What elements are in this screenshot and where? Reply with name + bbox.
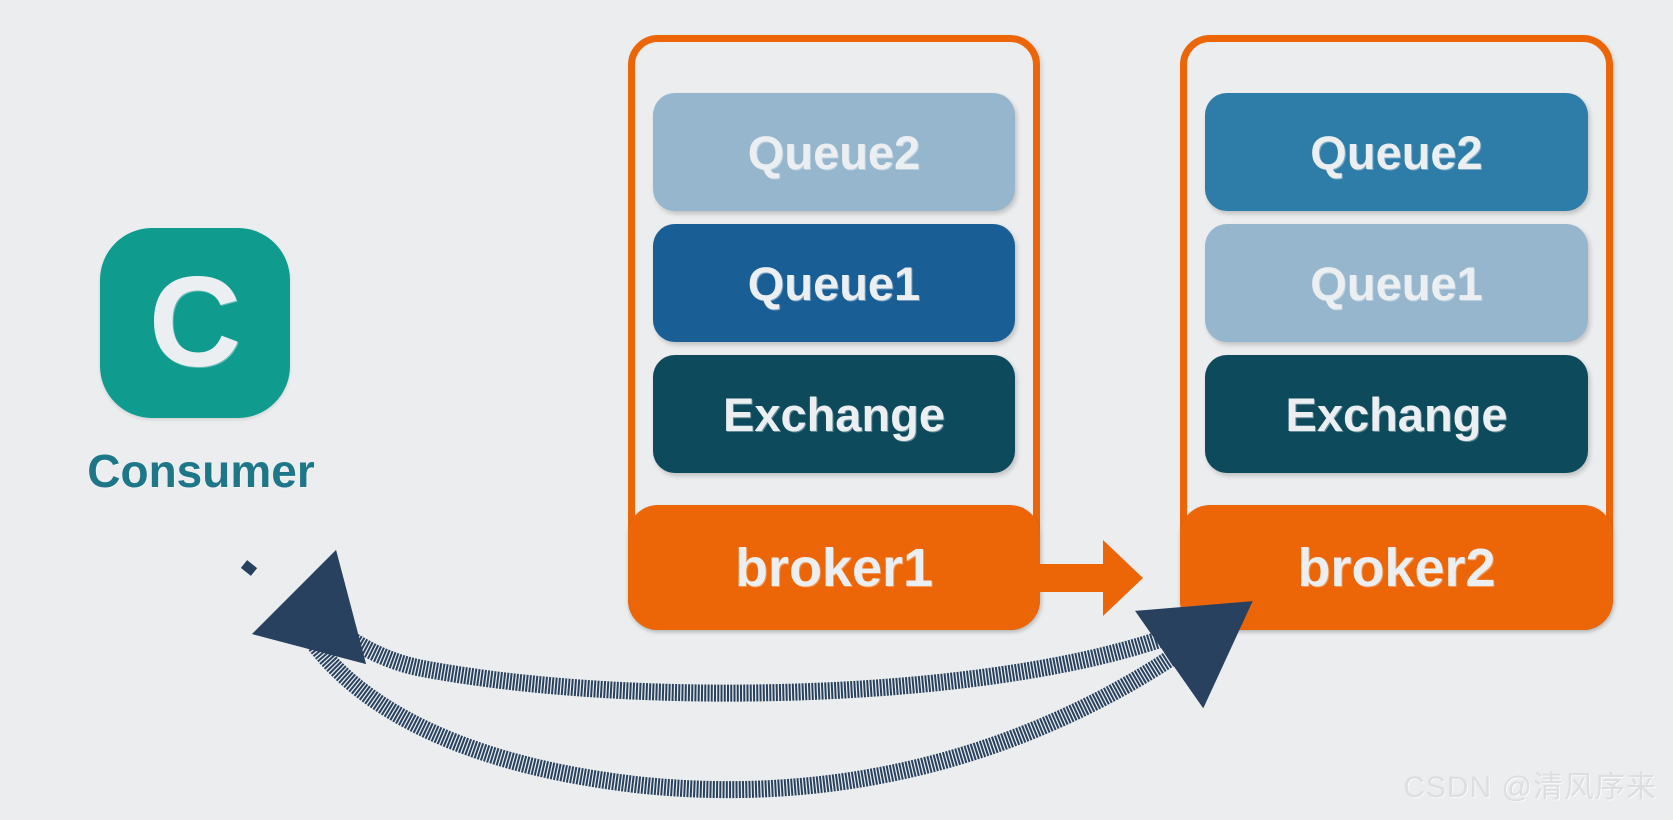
broker2-name-band: broker2 <box>1180 505 1613 630</box>
broker-sync-arrow-icon <box>995 540 1143 616</box>
broker1-exchange-label: Exchange <box>722 387 946 441</box>
broker2-container: Queue2 Queue1 Exchange broker2 <box>1180 35 1613 630</box>
broker1-queue1-box: Queue1 <box>653 224 1015 342</box>
broker1-exchange-box: Exchange <box>653 355 1015 473</box>
broker1-name-label: broker1 <box>734 537 934 598</box>
csdn-watermark: CSDN @清风序来 <box>1403 771 1657 804</box>
broker2-exchange-box: Exchange <box>1205 355 1588 473</box>
broker1-inner: Queue2 Queue1 Exchange broker1 <box>628 42 1040 630</box>
broker2-queue2-label: Queue2 <box>1310 125 1483 179</box>
consumer-node: C Consumer <box>87 228 315 498</box>
broker1-container: Queue2 Queue1 Exchange broker1 <box>628 35 1040 630</box>
broker2-exchange-label: Exchange <box>1285 387 1508 441</box>
broker2-inner: Queue2 Queue1 Exchange broker2 <box>1180 42 1613 630</box>
broker1-name-band: broker1 <box>628 505 1040 630</box>
broker1-queue2-label: Queue2 <box>747 125 921 179</box>
broker2-name-label: broker2 <box>1297 537 1496 598</box>
broker2-queue1-label: Queue1 <box>1310 256 1483 310</box>
consumer-pull-curve-lower <box>288 601 1253 799</box>
broker1-queue1-label: Queue1 <box>747 256 921 310</box>
sync-arrow-polygon <box>995 540 1143 616</box>
broker2-queue2-box: Queue2 <box>1205 93 1588 211</box>
broker1-queue2-box: Queue2 <box>653 93 1015 211</box>
consumer-label: Consumer <box>87 445 315 497</box>
consumer-pull-curve-upper-tail <box>240 560 258 576</box>
broker2-queue1-box: Queue1 <box>1205 224 1588 342</box>
consumer-icon: C <box>100 228 290 418</box>
consumer-icon-glyph: C <box>148 251 242 394</box>
